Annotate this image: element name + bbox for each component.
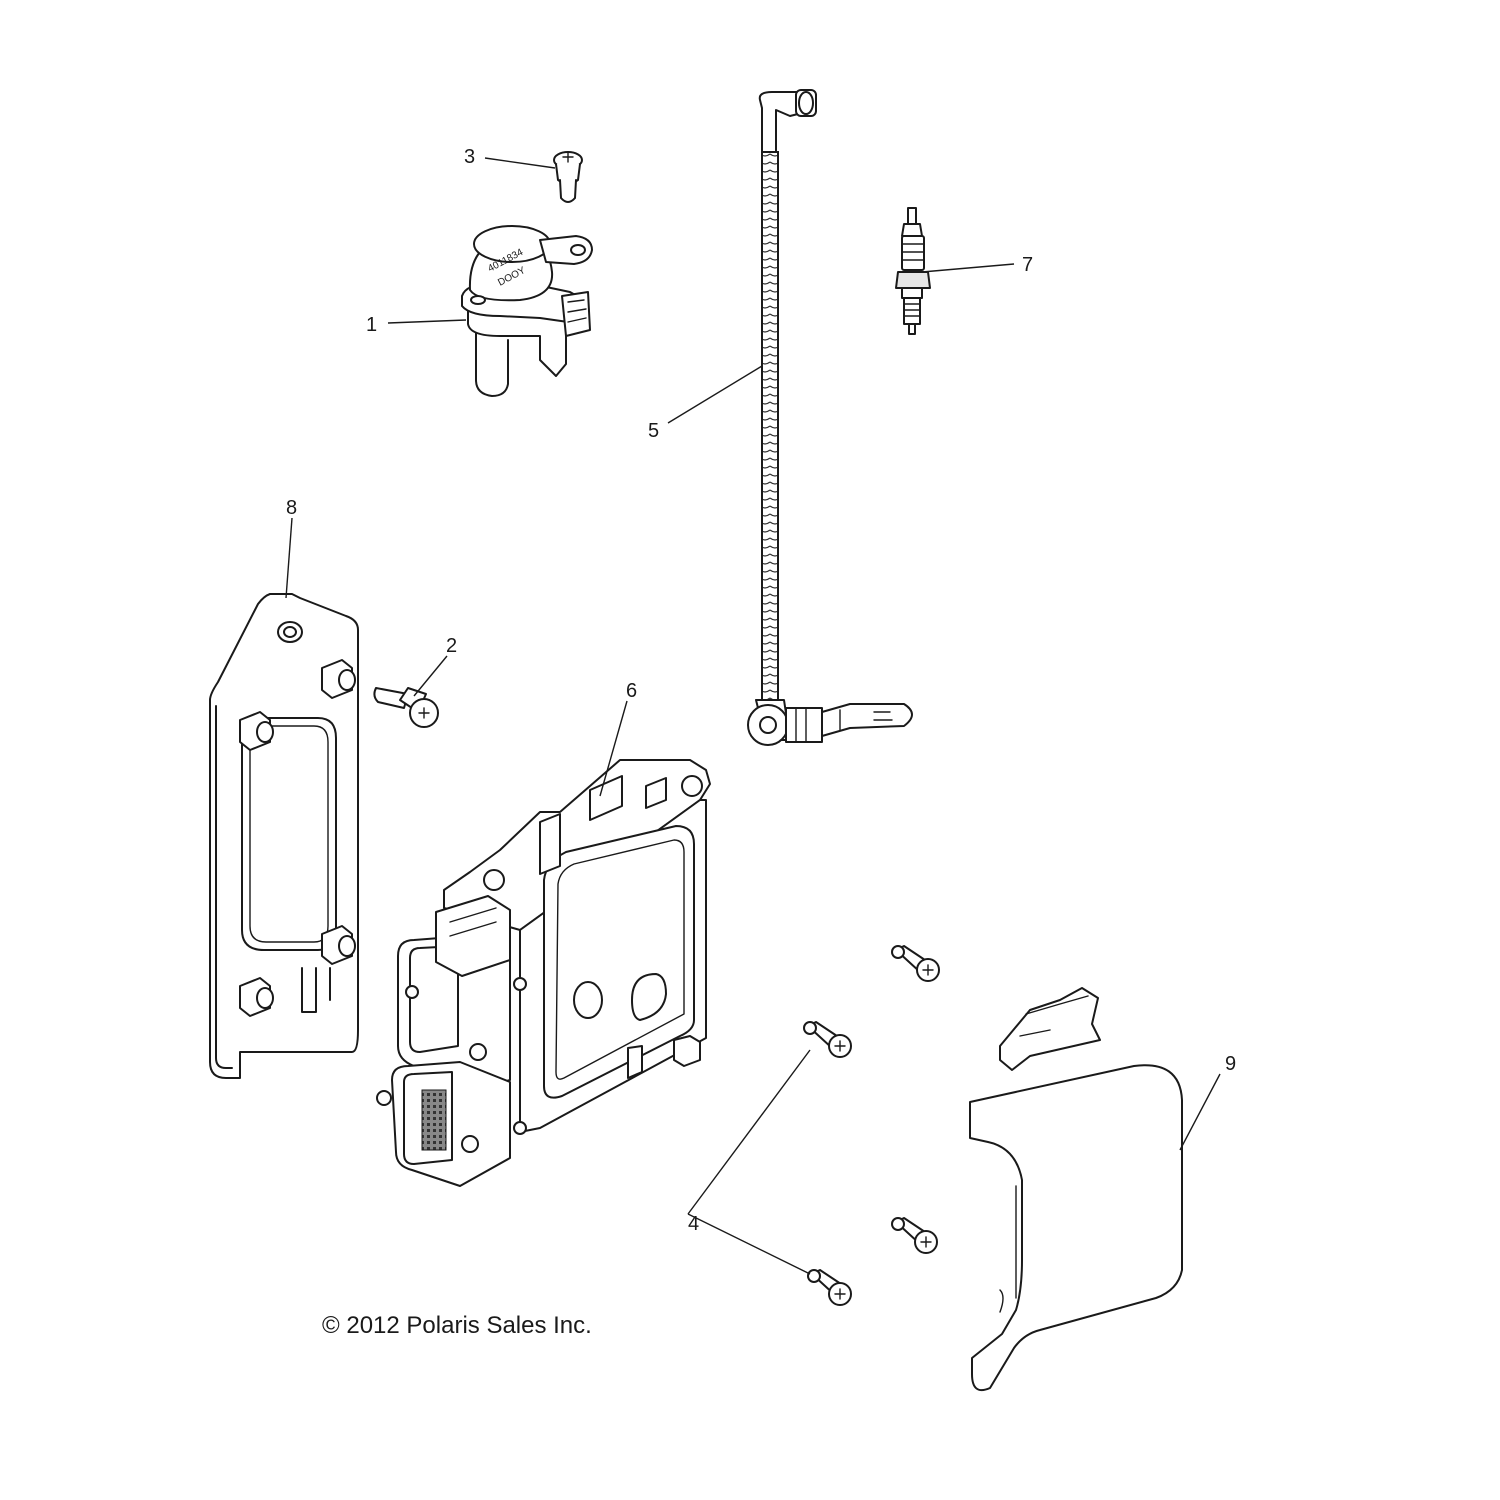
callout-6: 6 <box>599 680 637 797</box>
screw-part-4 <box>891 945 940 982</box>
callout-7: 7 <box>921 254 1033 276</box>
screw-part-4 <box>891 1217 938 1254</box>
plug-wire-part-5 <box>747 89 913 746</box>
callout-5: 5 <box>648 365 763 442</box>
callout-label-1: 1 <box>366 314 377 336</box>
spark-plug-part-7 <box>895 207 931 335</box>
callout-label-2: 2 <box>446 635 457 657</box>
callout-2: 2 <box>413 635 457 697</box>
copyright-notice: © 2012 Polaris Sales Inc. <box>322 1312 592 1339</box>
screw-part-4 <box>807 1269 852 1306</box>
callout-label-5: 5 <box>648 420 659 442</box>
callout-3: 3 <box>464 146 556 169</box>
callout-9: 9 <box>1179 1053 1236 1151</box>
callout-4: 4 <box>687 1049 811 1275</box>
bracket-stud <box>321 925 356 965</box>
bracket-stud <box>321 659 356 699</box>
callout-8: 8 <box>285 497 297 599</box>
ecu-part-6 <box>376 759 711 1187</box>
callout-label-7: 7 <box>1022 254 1033 276</box>
screw-part-2 <box>373 687 439 728</box>
callout-label-3: 3 <box>464 146 475 168</box>
bracket-stud <box>239 711 274 751</box>
cover-part-9 <box>969 987 1183 1392</box>
callout-1: 1 <box>366 314 467 336</box>
bracket-part-8 <box>209 593 359 1079</box>
screw-part-4 <box>803 1021 852 1058</box>
callout-label-9: 9 <box>1225 1053 1236 1075</box>
ignition-coil-part-1: 4011834 DOOY <box>461 225 593 397</box>
callout-label-6: 6 <box>626 680 637 702</box>
callout-label-8: 8 <box>286 497 297 519</box>
callout-label-4: 4 <box>688 1213 699 1235</box>
bracket-stud <box>239 977 274 1017</box>
screw-part-3 <box>553 151 583 203</box>
